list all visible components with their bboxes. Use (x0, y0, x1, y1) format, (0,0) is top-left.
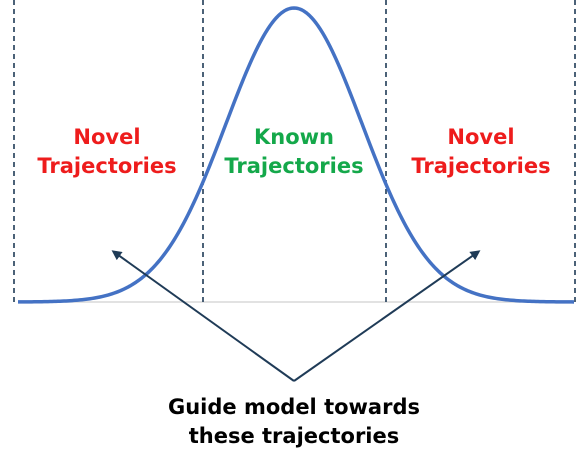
known-center-label-line1: Known (254, 125, 334, 149)
known-center-label-line2: Trajectories (224, 154, 363, 178)
novel-left-label-line2: Trajectories (37, 154, 176, 178)
arrow-to-left-novel (111, 250, 295, 382)
caption-line1: Guide model towards (168, 395, 420, 419)
caption-line2: these trajectories (189, 424, 400, 448)
novel-right-label-line2: Trajectories (411, 154, 550, 178)
bell-curve (17, 6, 575, 304)
arrow-to-right-novel (293, 250, 481, 382)
novel-right-label-line1: Novel (447, 125, 514, 149)
novel-left-label-line1: Novel (73, 125, 140, 149)
